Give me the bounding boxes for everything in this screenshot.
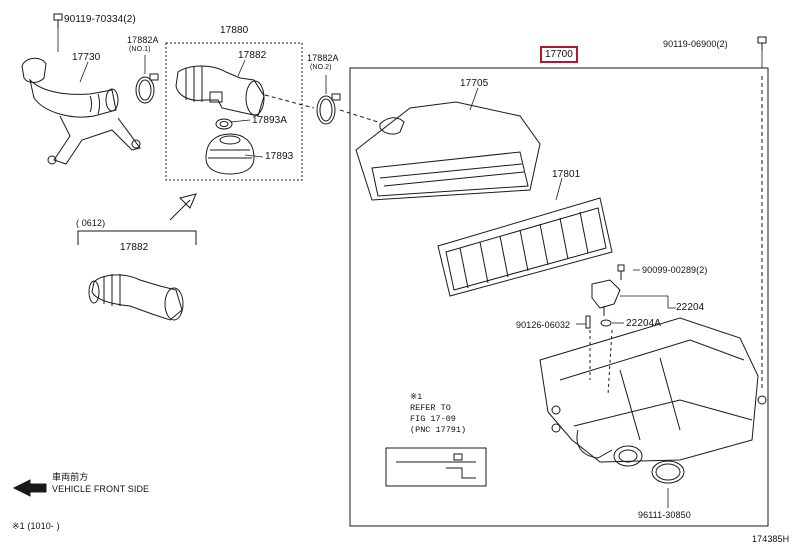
pin-90126: [585, 315, 591, 329]
label-no1: (NO.1): [129, 46, 151, 53]
date-bracket: [77, 230, 197, 245]
vehicle-front-arrow: [12, 479, 47, 497]
label-17705: 17705: [460, 78, 489, 89]
leader-22204: [620, 295, 676, 309]
label-17730: 17730: [72, 52, 101, 63]
label-no2: (NO.2): [310, 64, 332, 71]
label-17880: 17880: [220, 25, 249, 36]
label-90126: 90126-06032: [516, 320, 571, 330]
hose-17882-alt: [88, 274, 184, 321]
label-17882A-no2: 17882A: [307, 53, 339, 63]
dash-sensor: [607, 329, 613, 396]
ref-label-plate: [385, 447, 487, 487]
figure-number: 174385H: [752, 534, 790, 544]
clamp-17893A: [215, 118, 233, 130]
dash-clamp-to-cap: [339, 109, 379, 123]
clamp-17882A-no2: [316, 93, 341, 125]
dash-hose-to-clamp: [264, 94, 315, 109]
label-bolt-90119-70334: 90119-70334(2): [64, 14, 136, 25]
bolt-90119-06900: [757, 36, 767, 50]
footnote: ※1 (1010- ): [12, 521, 60, 531]
label-22204A: 22204A: [626, 318, 662, 329]
ref-note: ※1 REFER TO FIG 17-09 (PNC 17791): [410, 392, 467, 435]
assembly-box-17700: [349, 67, 769, 527]
label-date-range: ( 0612): [76, 218, 106, 228]
leader-17893A: [229, 119, 251, 123]
label-17801: 17801: [552, 169, 581, 180]
arrow-to-assy: [169, 193, 197, 221]
label-17882-alt: 17882: [120, 242, 149, 253]
label-22204: 22204: [676, 302, 705, 313]
leader-17730: [79, 61, 89, 83]
gasket-22204A: [600, 319, 612, 327]
clamp-17882A-no1: [135, 73, 159, 104]
bolt-90119-70334: [53, 13, 63, 28]
label-17882A-no1: 17882A: [127, 35, 159, 45]
label-96111: 96111-30850: [638, 510, 691, 520]
case-lower: [539, 317, 767, 467]
label-bolt-90119-06900: 90119-06900(2): [663, 39, 728, 49]
leader-17882: [237, 59, 246, 77]
sensor-22204: [591, 279, 621, 316]
leader-17705: [469, 87, 479, 111]
element-17801: [437, 197, 613, 297]
hose-17882: [175, 65, 265, 117]
label-17882: 17882: [238, 50, 267, 61]
cap-17705: [355, 101, 541, 201]
label-17893: 17893: [265, 151, 294, 162]
label-90099: 90099-00289(2): [642, 265, 708, 275]
front-label-en: VEHICLE FRONT SIDE: [52, 484, 150, 494]
front-label-jp: 車両前方: [52, 472, 89, 482]
clamp-96111: [651, 460, 685, 484]
assembly-box-17880: [165, 42, 303, 181]
label-17893A: 17893A: [252, 115, 288, 126]
air-duct-17730: [21, 57, 141, 165]
resonator-17893: [205, 133, 255, 175]
screw-90099: [617, 264, 625, 280]
label-17700: 17700: [540, 46, 578, 63]
leader-17801: [555, 177, 563, 201]
